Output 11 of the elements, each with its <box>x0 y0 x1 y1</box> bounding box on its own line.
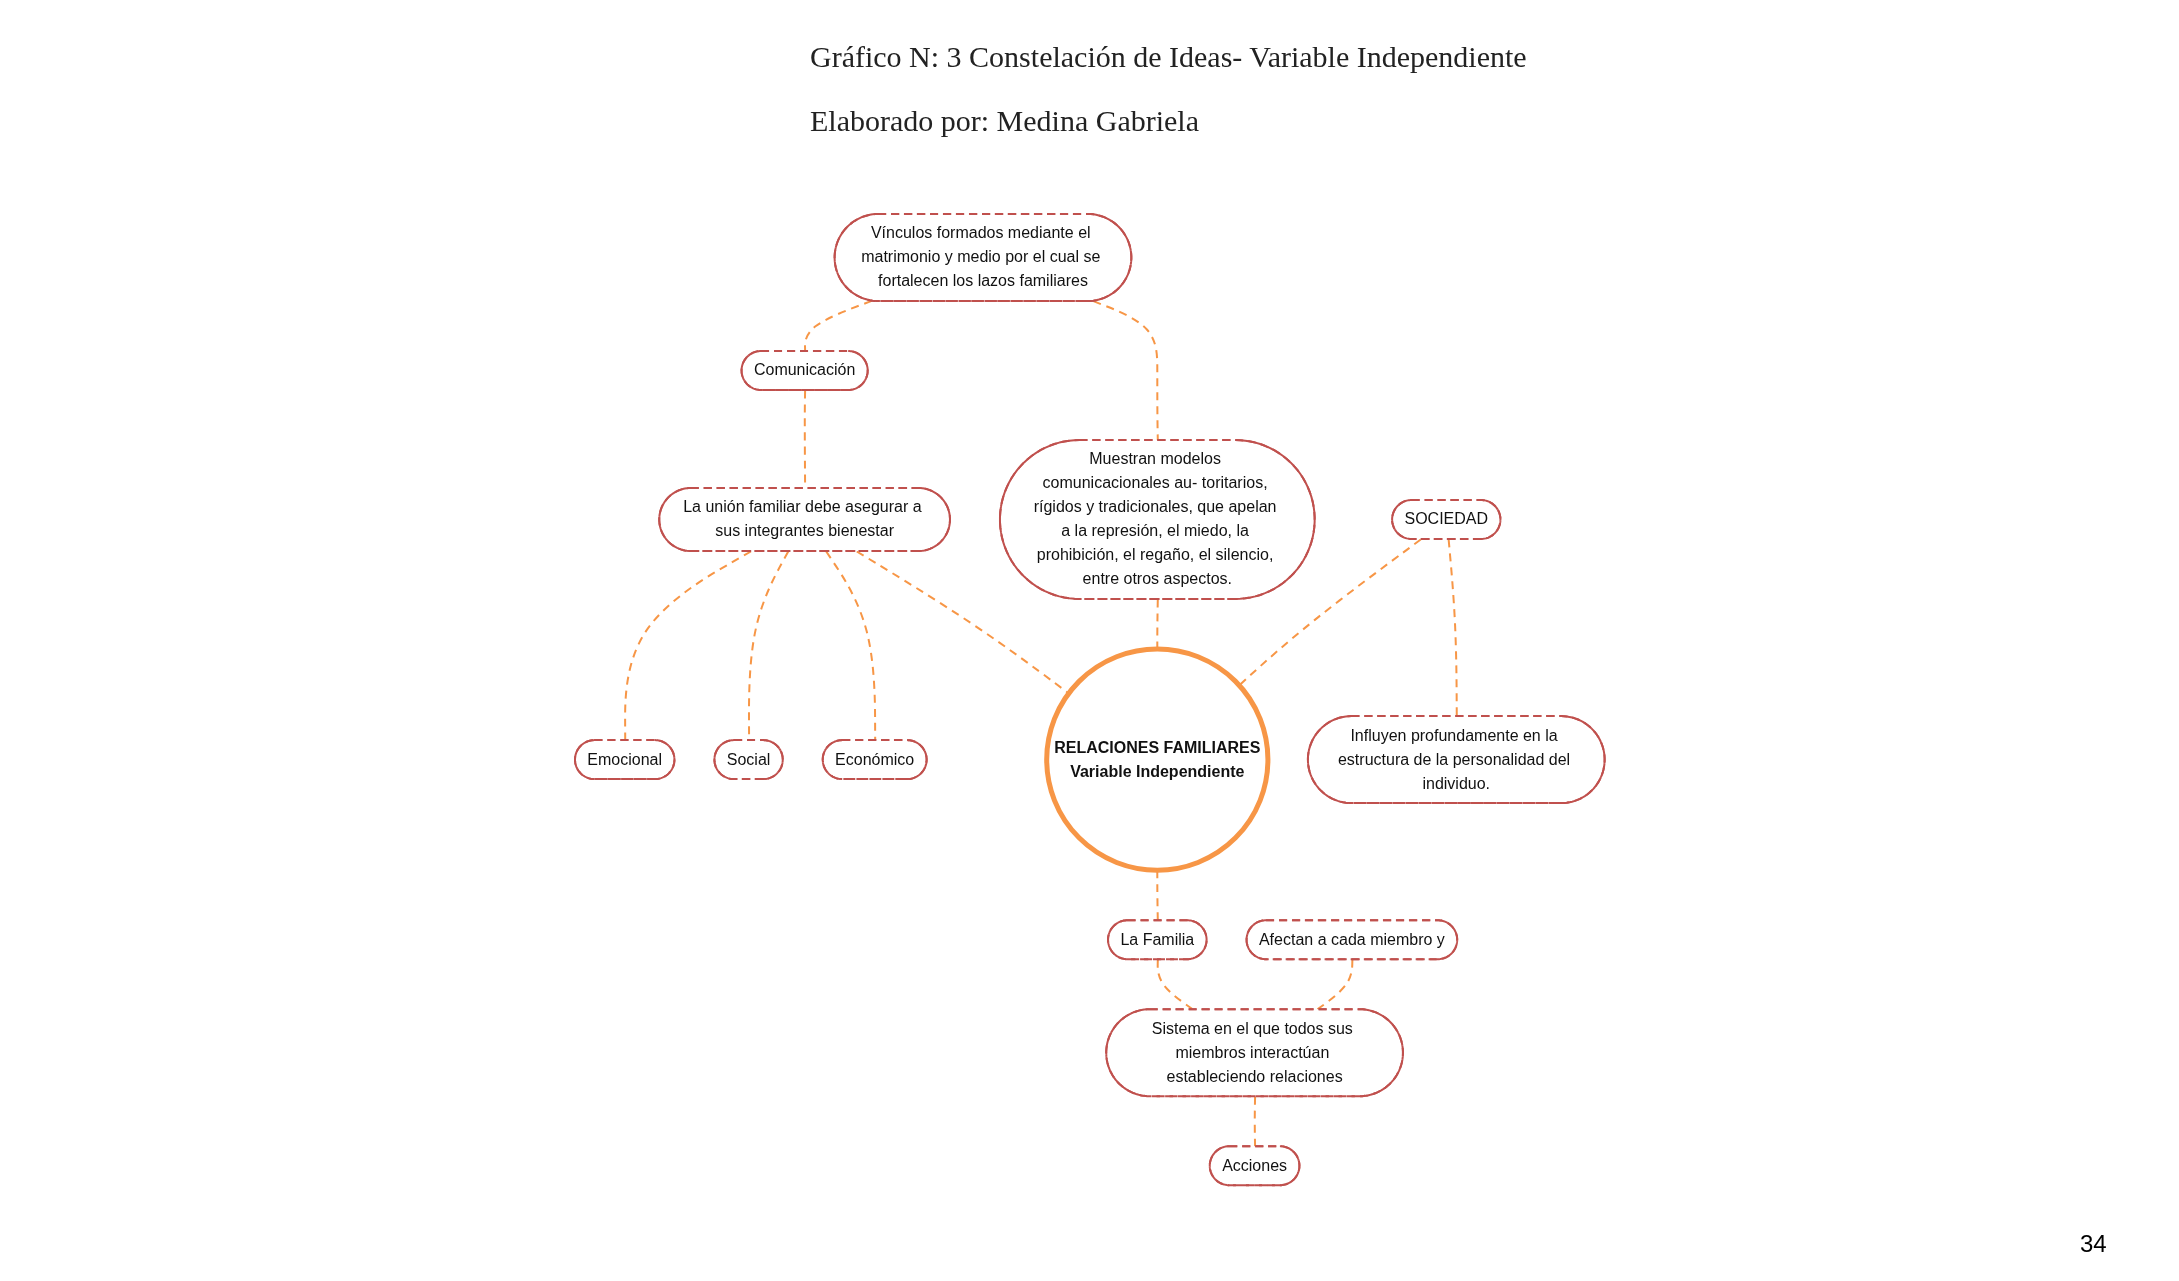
author-note: Elaborado por: Medina Gabriela <box>810 104 1201 138</box>
connector <box>624 550 753 742</box>
diagram-title: Gráfico N: 3 Constelación de Ideas- Variable Independiente <box>810 40 1527 74</box>
connector <box>1238 538 1422 687</box>
connector <box>855 550 1070 695</box>
page-number: 34 <box>2080 1230 2107 1258</box>
node-circle: RELACIONES FAMILIARES Variable Independiente <box>1044 646 1271 874</box>
connector <box>1447 538 1458 718</box>
connector <box>825 550 877 742</box>
connector <box>1092 300 1159 442</box>
connector <box>804 300 873 353</box>
